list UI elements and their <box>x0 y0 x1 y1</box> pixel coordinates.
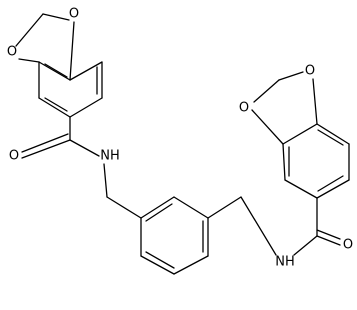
bond-dioxole2-b <box>253 79 280 103</box>
bond-amide2-nc <box>293 235 318 256</box>
bond-dioxole1-d <box>18 58 40 63</box>
atom-o-carbonyl-2: O <box>343 238 353 253</box>
bond-ring2-e <box>140 255 175 275</box>
bond-ring1-dbl-3 <box>44 63 68 78</box>
bond-ring3-dbl-3 <box>317 175 344 192</box>
bond-dioxole2-d <box>312 78 318 125</box>
bond-ch2-nh2 <box>240 196 277 256</box>
bond-ring1-f <box>38 61 71 81</box>
bond-ring2-b <box>173 196 209 219</box>
atom-nh-amide-1: NH <box>100 149 120 164</box>
bond-ring3-b <box>282 143 286 181</box>
bond-ring3-c <box>282 123 318 145</box>
bond-ring2-a <box>140 196 175 219</box>
bond-amide1-cn <box>69 139 100 157</box>
bond-ch2-ring-left <box>106 196 142 219</box>
bond-layer <box>15 13 350 275</box>
atom-o-dioxole-1a: O <box>69 7 79 22</box>
bond-ring3-a <box>284 179 318 199</box>
atom-o-dioxole-2a: O <box>305 64 315 79</box>
bond-dioxole2-a <box>251 109 284 145</box>
atom-nh-amide-2: NH <box>275 255 295 270</box>
bond-ring3-dbl-2 <box>317 129 344 146</box>
bond-dioxole1-a <box>69 21 75 81</box>
bond-ch2-ring-right <box>207 196 242 219</box>
bond-amide2-co-a <box>316 235 341 246</box>
bond-amide1-co-a <box>21 139 71 159</box>
bond-dioxole1-b <box>42 13 70 21</box>
bond-ring1-a <box>69 61 103 81</box>
bond-ring1-c <box>69 97 103 118</box>
bond-ring2-dbl-3 <box>145 251 175 269</box>
bond-ring2-d <box>173 255 209 275</box>
bond-ring1-d <box>38 97 71 118</box>
atom-label-layer: O O O NH O O O NH <box>7 7 353 270</box>
atom-o-dioxole-1b: O <box>7 45 17 60</box>
bond-ring2-dbl-1 <box>145 203 173 222</box>
bond-dioxole2-c <box>278 71 304 81</box>
bond-amide1-nch2 <box>103 163 108 198</box>
atom-o-dioxole-2b: O <box>239 101 249 116</box>
bond-ring1-dbl-2 <box>44 97 68 112</box>
bond-amide1-co-b <box>21 133 69 153</box>
atom-o-carbonyl-1: O <box>9 149 19 164</box>
bond-ring3-f <box>316 179 350 199</box>
bond-amide2-co-b <box>316 229 341 240</box>
bond-dioxole1-c <box>15 13 44 47</box>
bond-ring3-d <box>316 123 350 145</box>
